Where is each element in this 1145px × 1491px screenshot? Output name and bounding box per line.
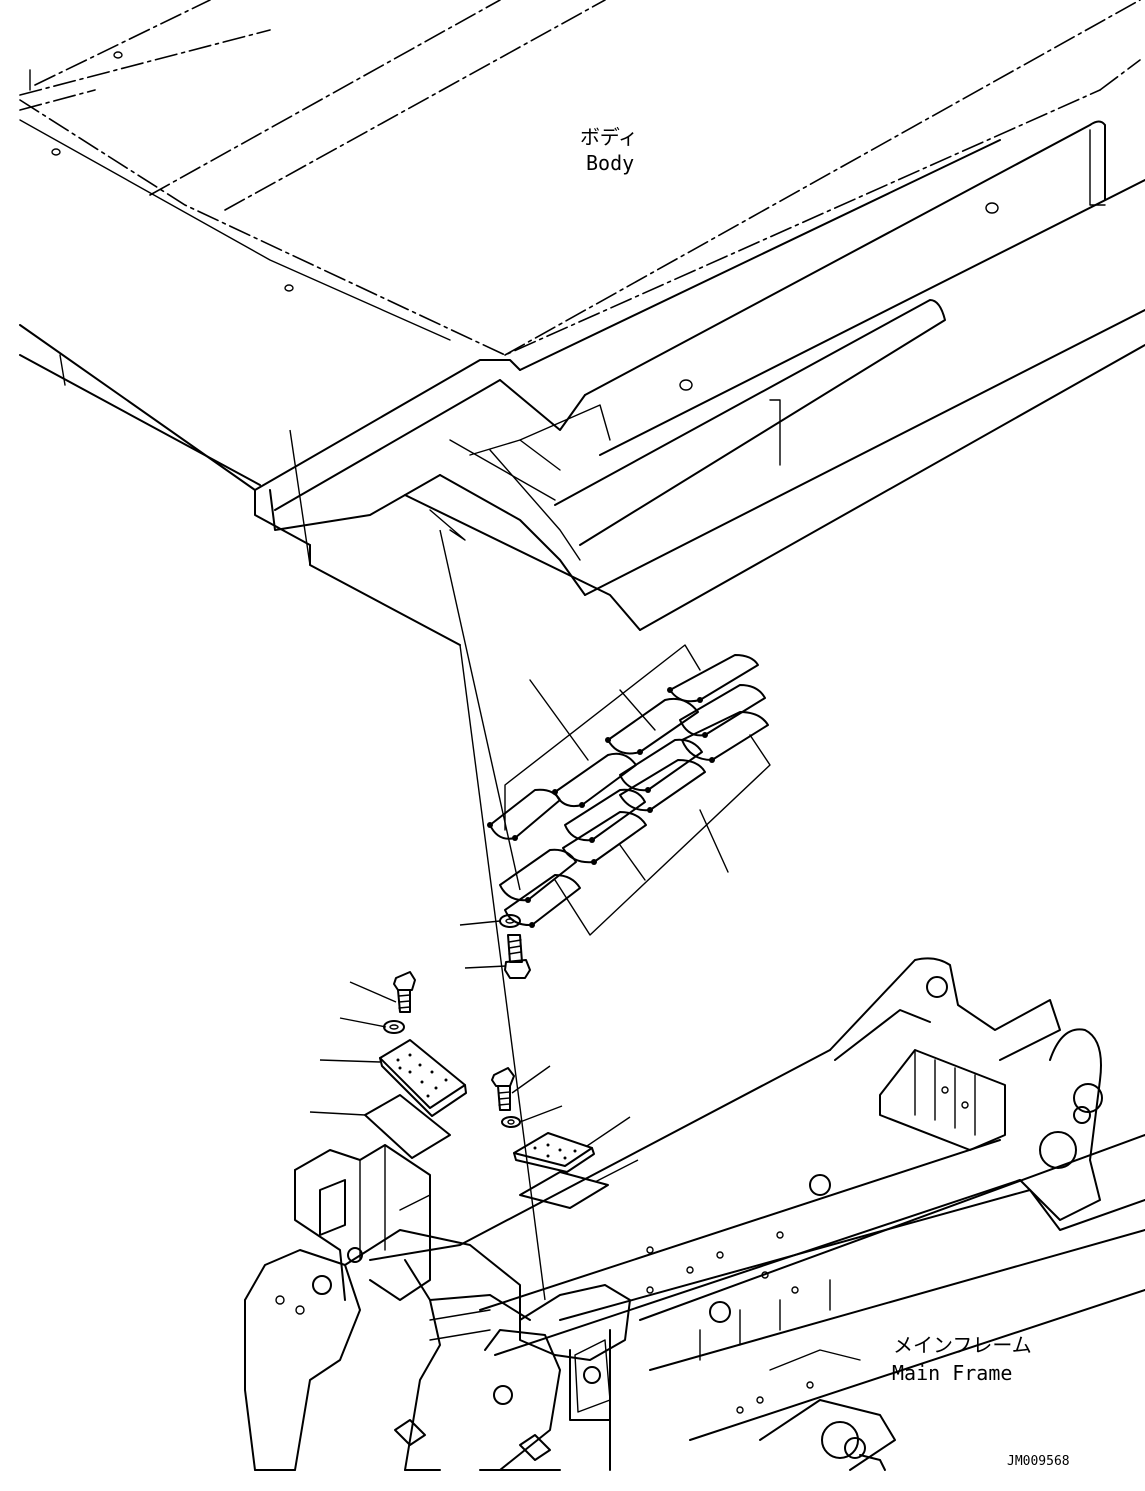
pad-dots xyxy=(396,1053,448,1098)
label-body-en: Body xyxy=(586,151,634,175)
washer-bolt-upper xyxy=(459,914,531,979)
left-mount-pad xyxy=(309,971,467,1159)
dump-body xyxy=(19,0,1145,646)
shim-plates xyxy=(487,644,771,936)
label-frame-en: Main Frame xyxy=(892,1361,1012,1385)
drawing-id: JM009568 xyxy=(1007,1454,1070,1469)
pad-dots-right xyxy=(533,1143,577,1160)
label-body-jp: ボディ xyxy=(580,125,638,149)
right-mount-pad xyxy=(491,1065,639,1209)
main-frame xyxy=(244,957,1145,1471)
label-frame-jp: メインフレーム xyxy=(893,1333,1032,1357)
